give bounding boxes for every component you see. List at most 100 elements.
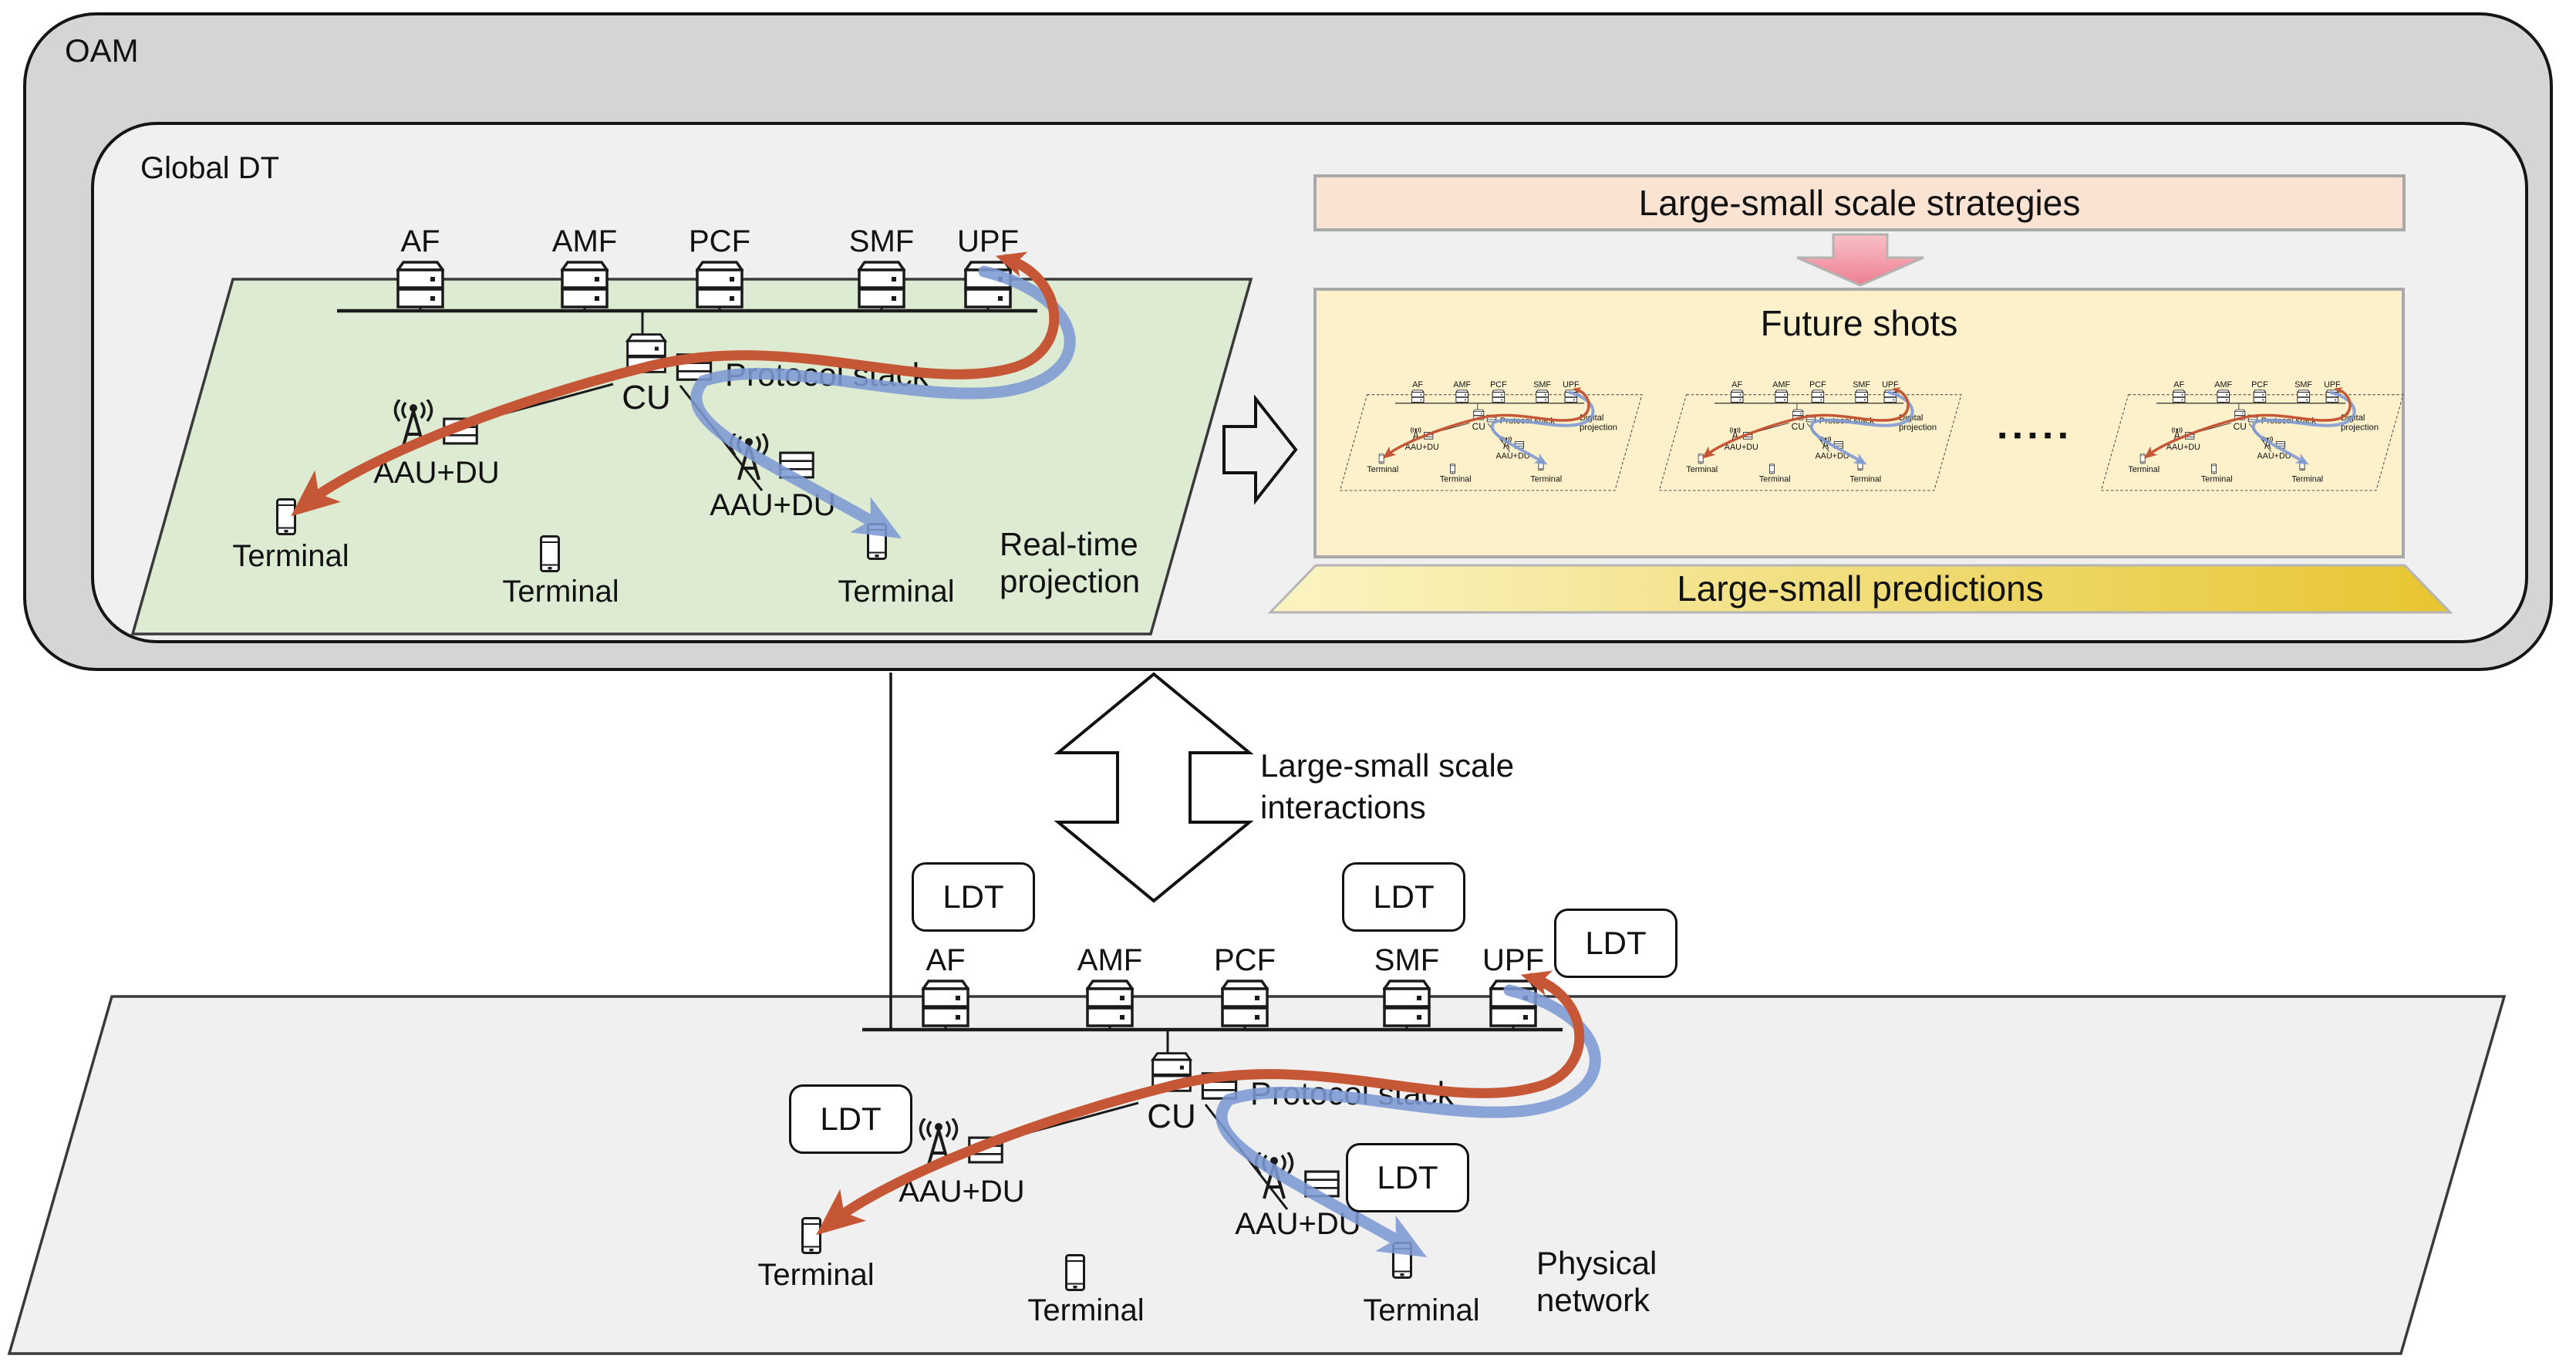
future-shot-3-corner-label-line2: projection	[2341, 423, 2379, 433]
future-shot-3-amf-server-icon	[2217, 389, 2230, 403]
ldt-label: LDT	[1373, 878, 1435, 915]
global-dt-network-cu-label: CU	[622, 379, 671, 416]
future-shot-2-pcf-server-icon	[1811, 389, 1825, 403]
global-dt-label: Global DT	[140, 151, 280, 185]
ldt-label: LDT	[820, 1101, 882, 1137]
future-shot-3-red-flow-arrow	[2143, 387, 2352, 459]
future-shot-1-upf-label: UPF	[1563, 380, 1580, 389]
future-shot-1-smf-server-icon	[1536, 389, 1549, 403]
future-shot-1-pcf-server-icon	[1492, 389, 1505, 403]
global-dt-network-terminal-2-phone-icon	[540, 535, 560, 572]
future-shots-title: Future shots	[1760, 303, 1958, 343]
future-shot-3-terminal-1-label: Terminal	[2128, 465, 2160, 474]
future-shot-3-smf-label: SMF	[2294, 380, 2312, 389]
interactions-label: Large-small scale interactions	[1260, 745, 1514, 828]
physical-network-upf-label: UPF	[1482, 943, 1544, 977]
projection-to-future-arrow	[1222, 394, 1298, 505]
ldt-label: LDT	[1585, 925, 1647, 961]
strategies-down-arrow	[1796, 233, 1924, 287]
future-shot-1-terminal-2-label: Terminal	[1440, 475, 1472, 484]
physical-network-amf-server-icon	[1086, 980, 1134, 1027]
future-shot-2-amf-label: AMF	[1772, 380, 1790, 389]
interactions-label-line1: Large-small scale	[1260, 747, 1515, 784]
global-dt-network-pcf-label: PCF	[689, 224, 750, 258]
ldt-label: LDT	[1377, 1159, 1438, 1195]
future-shot-3-platform	[2100, 394, 2404, 491]
oam-label: OAM	[65, 32, 139, 69]
physical-network-platform	[7, 995, 2507, 1355]
global-dt-network-pcf-server-icon	[696, 261, 743, 309]
future-shot-3-terminal-3-label: Terminal	[2291, 475, 2323, 484]
ldt-box-aau-left: LDT	[789, 1084, 912, 1154]
ellipsis-dots: ▪▪▪▪▪	[1998, 423, 2075, 448]
future-shot-1-smf-label: SMF	[1533, 380, 1551, 389]
ldt-box-upf: LDT	[1554, 909, 1677, 978]
future-shot-3-terminal-2-label: Terminal	[2201, 475, 2233, 484]
global-dt-network-smf-label: SMF	[849, 224, 914, 258]
future-shot-2-aau-du-1-label: AAU+DU	[1725, 443, 1758, 452]
future-shot-1-amf-label: AMF	[1453, 380, 1471, 389]
future-shot-3-af-server-icon	[2172, 389, 2186, 403]
physical-network-terminal-1-label: Terminal	[757, 1258, 874, 1292]
future-shot-1-cu-label: CU	[1472, 421, 1485, 432]
future-shot-1-af-label: AF	[1412, 380, 1423, 389]
future-shot-2-terminal-2-label: Terminal	[1759, 475, 1791, 484]
future-shot-2-pcf-label: PCF	[1809, 380, 1826, 389]
global-dt-network-amf-label: AMF	[552, 224, 617, 258]
global-dt-network-corner-label-line1: Real-time	[1000, 526, 1138, 562]
global-dt-network-corner-label-line2: projection	[1000, 563, 1140, 599]
physical-network-corner-label-line1: Physical	[1536, 1245, 1657, 1281]
physical-network-red-flow-arrow	[816, 970, 1585, 1236]
physical-network-terminal-3-label: Terminal	[1363, 1293, 1479, 1327]
physical-network-terminal-1-phone-icon	[801, 1217, 821, 1254]
ldt-box-af: LDT	[912, 862, 1035, 932]
physical-network-af-server-icon	[922, 980, 969, 1027]
physical-network-amf-label: AMF	[1077, 943, 1142, 977]
physical-network-terminal-2-label: Terminal	[1027, 1293, 1144, 1327]
ldt-label: LDT	[942, 878, 1004, 915]
future-shot-1-af-server-icon	[1411, 389, 1425, 403]
strategies-banner: Large-small scale strategies	[1313, 174, 2406, 231]
future-shot-2-upf-label: UPF	[1882, 380, 1899, 389]
physical-network-pcf-label: PCF	[1214, 943, 1276, 977]
ldt-box-smf: LDT	[1342, 862, 1465, 932]
future-shot-2-amf-server-icon	[1775, 389, 1788, 403]
future-shot-1-platform	[1339, 394, 1643, 491]
future-shot-2-platform	[1658, 394, 1962, 491]
global-dt-network-aau-du-1-label: AAU+DU	[373, 456, 499, 490]
future-shot-1-terminal-1-phone-icon	[1378, 454, 1384, 464]
physical-network-corner-label-line2: network	[1536, 1282, 1650, 1318]
future-shot-2-terminal-2-phone-icon	[1769, 464, 1775, 474]
future-shot-1-aau-du-1-label: AAU+DU	[1405, 443, 1439, 452]
global-dt-network-af-server-icon	[396, 261, 444, 309]
predictions-banner-label: Large-small predictions	[1677, 568, 2044, 609]
global-dt-network-amf-server-icon	[561, 261, 609, 309]
global-dt-network-smf-server-icon	[858, 261, 905, 309]
physical-network-aau-du-1-label: AAU+DU	[899, 1175, 1024, 1209]
future-shot-3-upf-label: UPF	[2324, 380, 2341, 389]
physical-network-cu-label: CU	[1147, 1098, 1196, 1135]
future-shot-1-terminal-3-label: Terminal	[1530, 475, 1562, 484]
global-dt-network-terminal-1-label: Terminal	[232, 539, 349, 573]
physical-network-terminal-2-phone-icon	[1065, 1254, 1085, 1291]
overlay-layer: Large-small predictions	[889, 233, 2453, 1030]
global-dt-network-terminal-3-label: Terminal	[838, 575, 954, 609]
global-dt-network-terminal-2-label: Terminal	[502, 575, 619, 609]
future-shot-1-red-flow-arrow	[1382, 387, 1590, 459]
interactions-label-line2: interactions	[1260, 789, 1426, 825]
future-shot-2-smf-label: SMF	[1853, 380, 1870, 389]
future-shot-1-terminal-2-phone-icon	[1450, 464, 1456, 474]
future-shot-2-cu-label: CU	[1792, 421, 1805, 432]
future-shot-1-amf-server-icon	[1455, 389, 1468, 403]
future-shot-3-terminal-2-phone-icon	[2211, 464, 2217, 474]
global-dt-network-terminal-1-phone-icon	[276, 498, 296, 535]
future-shot-2-terminal-1-phone-icon	[1698, 454, 1704, 464]
predictions-banner	[1267, 564, 2453, 614]
future-shot-2-red-flow-arrow	[1701, 387, 1910, 459]
future-shot-3-pcf-label: PCF	[2251, 380, 2268, 389]
